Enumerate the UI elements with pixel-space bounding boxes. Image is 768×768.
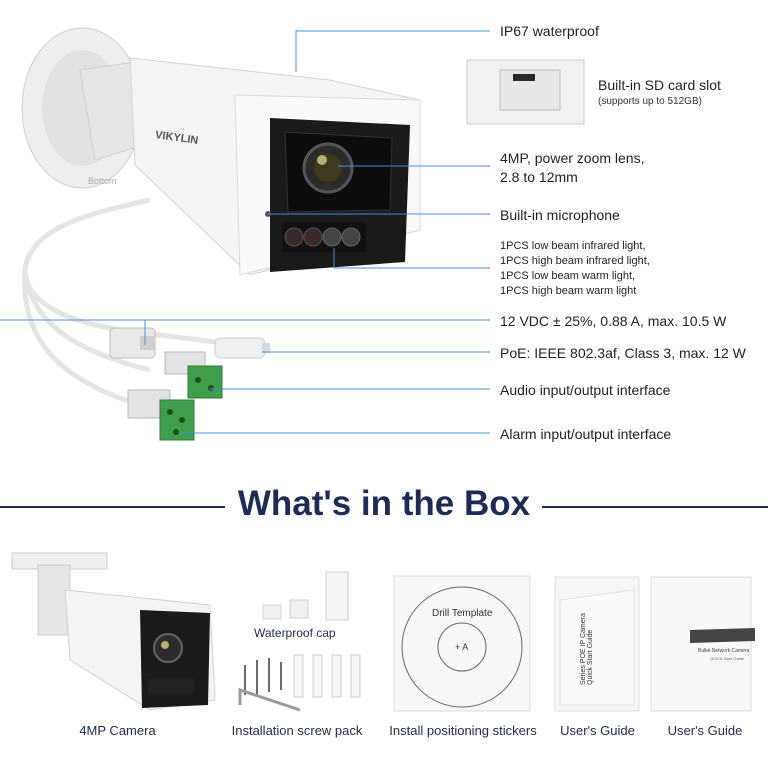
caption-screw-pack: Installation screw pack bbox=[231, 723, 363, 738]
guide-2-cover-sub: QUICK Start Guide bbox=[710, 656, 745, 661]
box-guide-1-image bbox=[554, 576, 640, 712]
guide-1-cover-text: Series POE IP Camera Quick Start Guide bbox=[580, 613, 594, 685]
caption-guide-1: User's Guide bbox=[560, 723, 635, 738]
caption-camera: 4MP Camera bbox=[79, 723, 156, 738]
cable-bundle bbox=[22, 197, 241, 408]
label-alarm: Alarm input/output interface bbox=[500, 426, 672, 442]
caption-positioning-stickers: Install positioning stickers bbox=[389, 723, 537, 738]
label-light-4: 1PCS high beam warm light bbox=[500, 285, 637, 297]
drill-template-center: + A bbox=[455, 642, 469, 652]
dc-power-connector bbox=[214, 337, 270, 359]
caption-guide-2: User's Guide bbox=[667, 723, 743, 738]
camera-body bbox=[129, 57, 421, 276]
guide-2-cover-title: Bullet Network Camera bbox=[698, 648, 750, 654]
label-light-2: 1PCS high beam infrared light, bbox=[500, 255, 650, 267]
waterproof-cap-label: Waterproof cap bbox=[254, 626, 336, 640]
mount-text: Bottom bbox=[88, 176, 117, 186]
label-lens-line1: 4MP, power zoom lens, bbox=[500, 150, 645, 166]
box-guide-2-image bbox=[650, 576, 755, 712]
label-light-3: 1PCS low beam warm light, bbox=[500, 270, 636, 282]
audio-terminal-block bbox=[164, 351, 223, 399]
label-microphone: Built-in microphone bbox=[500, 207, 620, 223]
rj45-connector bbox=[109, 327, 156, 359]
box-camera-image bbox=[11, 552, 216, 711]
box-screw-pack-image bbox=[238, 571, 361, 712]
label-light-1: 1PCS low beam infrared light, bbox=[500, 240, 646, 252]
box-drill-template-image bbox=[393, 575, 531, 712]
label-power: 12 VDC ± 25%, 0.88 A, max. 10.5 W bbox=[500, 313, 727, 329]
title-rule-right bbox=[542, 506, 768, 508]
label-waterproof: IP67 waterproof bbox=[500, 23, 599, 39]
sd-slot-inset bbox=[466, 59, 585, 125]
label-poe: PoE: IEEE 802.3af, Class 3, max. 12 W bbox=[500, 345, 746, 361]
title-rule-left bbox=[0, 506, 225, 508]
label-sd-slot: Built-in SD card slot bbox=[598, 77, 721, 93]
label-lens-line2: 2.8 to 12mm bbox=[500, 169, 578, 185]
label-sd-slot-note: (supports up to 512GB) bbox=[598, 96, 702, 107]
label-audio: Audio input/output interface bbox=[500, 382, 671, 398]
drill-template-title: Drill Template bbox=[432, 608, 493, 619]
box-title: What's in the Box bbox=[237, 484, 531, 523]
callout-lines bbox=[0, 30, 490, 434]
